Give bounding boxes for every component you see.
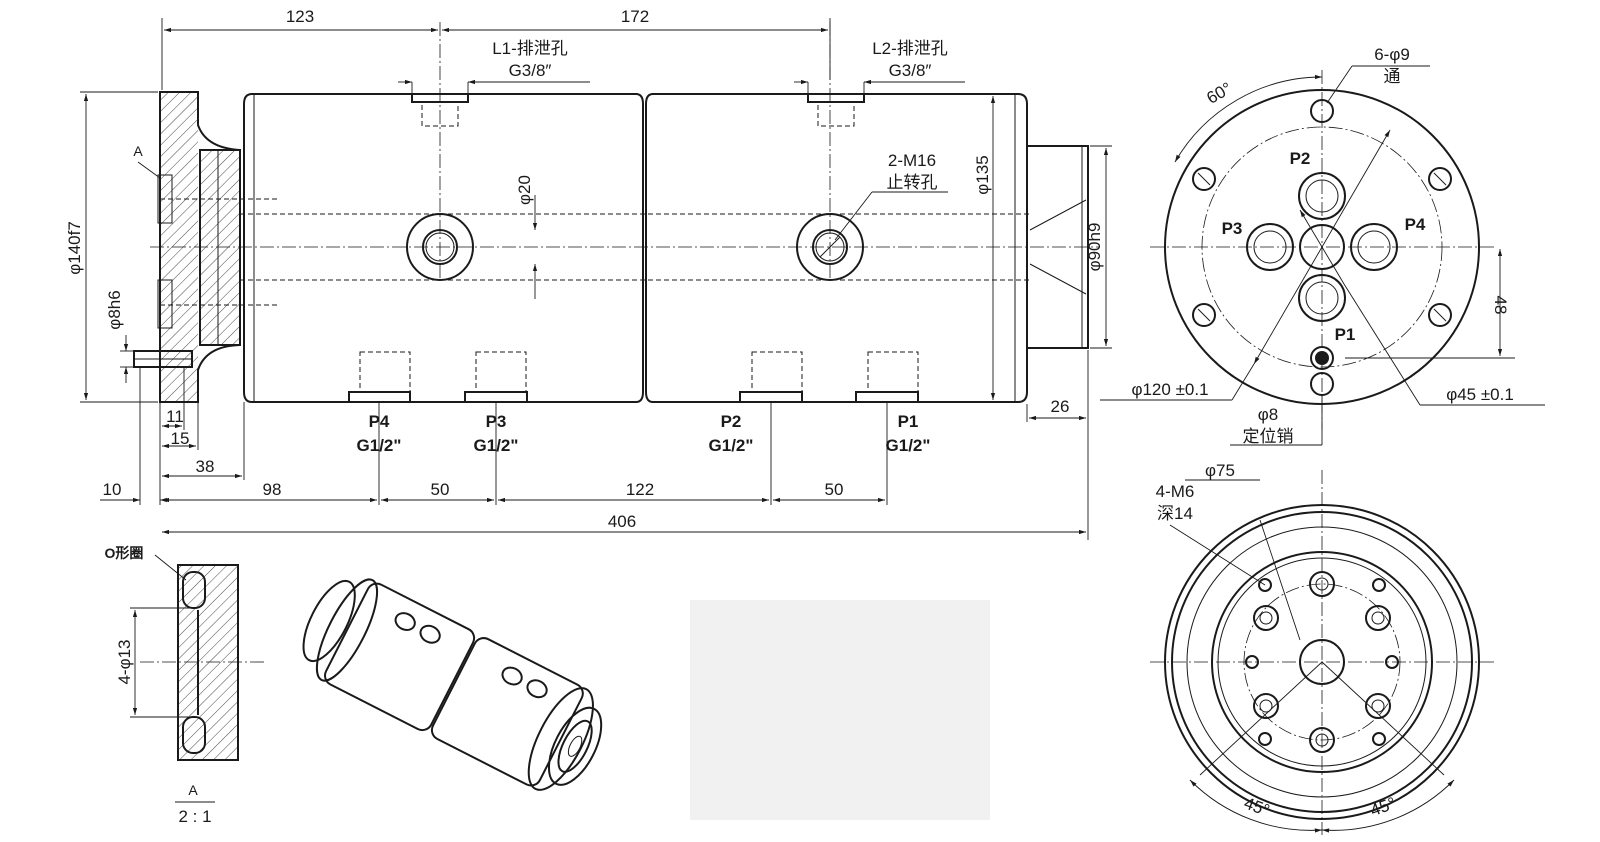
section-letter-a: A bbox=[133, 143, 143, 159]
m6-holes bbox=[1245, 578, 1399, 746]
dim-phi90h9: φ90h9 bbox=[1085, 223, 1104, 272]
threads-depth: 深14 bbox=[1157, 504, 1193, 523]
isometric-view bbox=[302, 578, 603, 791]
port-label-p2: P2 bbox=[721, 412, 742, 431]
drain1-label: L1-排泄孔 bbox=[492, 39, 568, 58]
dim-48: 48 bbox=[1491, 296, 1510, 315]
pcd-120: φ120 ±0.1 bbox=[1131, 380, 1208, 399]
angle-45-right: 45° bbox=[1368, 794, 1399, 821]
detail-holes: 4-φ13 bbox=[115, 639, 134, 684]
shaft-end bbox=[1027, 145, 1089, 349]
end-port-p4: P4 bbox=[1405, 215, 1426, 234]
dim-123: 123 bbox=[286, 7, 314, 26]
dim-50a: 50 bbox=[431, 480, 450, 499]
anti-rotation-label: 2-M16 bbox=[888, 151, 936, 170]
flange-section bbox=[133, 91, 280, 403]
faded-watermark-area bbox=[690, 600, 990, 820]
detail-letter: A bbox=[188, 782, 198, 798]
body-section-2 bbox=[645, 93, 1028, 403]
dim-phi20: φ20 bbox=[515, 175, 534, 205]
end-port-p2: P2 bbox=[1290, 149, 1311, 168]
pin-desc: 定位销 bbox=[1243, 427, 1294, 446]
dim-15: 15 bbox=[171, 429, 190, 448]
dim-phi75: φ75 bbox=[1205, 461, 1235, 480]
mount-holes bbox=[1192, 99, 1452, 327]
drain2-thread: G3/8″ bbox=[889, 61, 932, 80]
drain2-label: L2-排泄孔 bbox=[872, 39, 948, 58]
port-label-p1: P1 bbox=[898, 412, 919, 431]
port-thread-p2: G1/2" bbox=[709, 436, 754, 455]
angle-45-left: 45° bbox=[1242, 794, 1273, 821]
anti-rotation-desc: 止转孔 bbox=[887, 173, 938, 192]
end-view-bottom: φ75 4-M6 深14 45° 45° bbox=[1150, 461, 1495, 835]
end-view-top: 60° 6-φ9 通 P2 P3 P4 P1 48 φ120 ±0.1 φ45 … bbox=[1100, 45, 1545, 446]
pcd-45: φ45 ±0.1 bbox=[1446, 385, 1514, 404]
oring-label: O形圈 bbox=[105, 545, 144, 561]
main-side-view: 123 172 L1-排泄孔 G3/8″ L2-排泄孔 G3/8″ 2-M16 … bbox=[65, 7, 1112, 540]
dim-11: 11 bbox=[166, 407, 184, 426]
drain1-thread: G3/8″ bbox=[509, 61, 552, 80]
dim-26: 26 bbox=[1051, 397, 1070, 416]
detail-scale: 2 : 1 bbox=[178, 807, 211, 826]
dim-phi8h6: φ8h6 bbox=[105, 290, 124, 329]
dim-50b: 50 bbox=[825, 480, 844, 499]
end-port-p1: P1 bbox=[1335, 325, 1356, 344]
dim-phi140f7: φ140f7 bbox=[65, 221, 84, 275]
holes-through: 通 bbox=[1384, 67, 1401, 86]
threads-4m6: 4-M6 bbox=[1156, 482, 1195, 501]
dim-10: 10 bbox=[103, 480, 122, 499]
dim-98: 98 bbox=[263, 480, 282, 499]
port-thread-p1: G1/2" bbox=[886, 436, 931, 455]
bolt-heads bbox=[1253, 571, 1391, 753]
dim-38: 38 bbox=[196, 457, 215, 476]
holes-6phi9: 6-φ9 bbox=[1374, 45, 1410, 64]
pin-phi8: φ8 bbox=[1258, 405, 1278, 424]
body-section-1 bbox=[243, 93, 644, 403]
dim-phi135: φ135 bbox=[973, 155, 992, 194]
detail-a: 4-φ13 O形圈 A 2 : 1 bbox=[105, 545, 265, 826]
dim-172: 172 bbox=[621, 7, 649, 26]
dim-406: 406 bbox=[608, 512, 636, 531]
end-port-p3: P3 bbox=[1222, 219, 1243, 238]
dim-122: 122 bbox=[626, 480, 654, 499]
